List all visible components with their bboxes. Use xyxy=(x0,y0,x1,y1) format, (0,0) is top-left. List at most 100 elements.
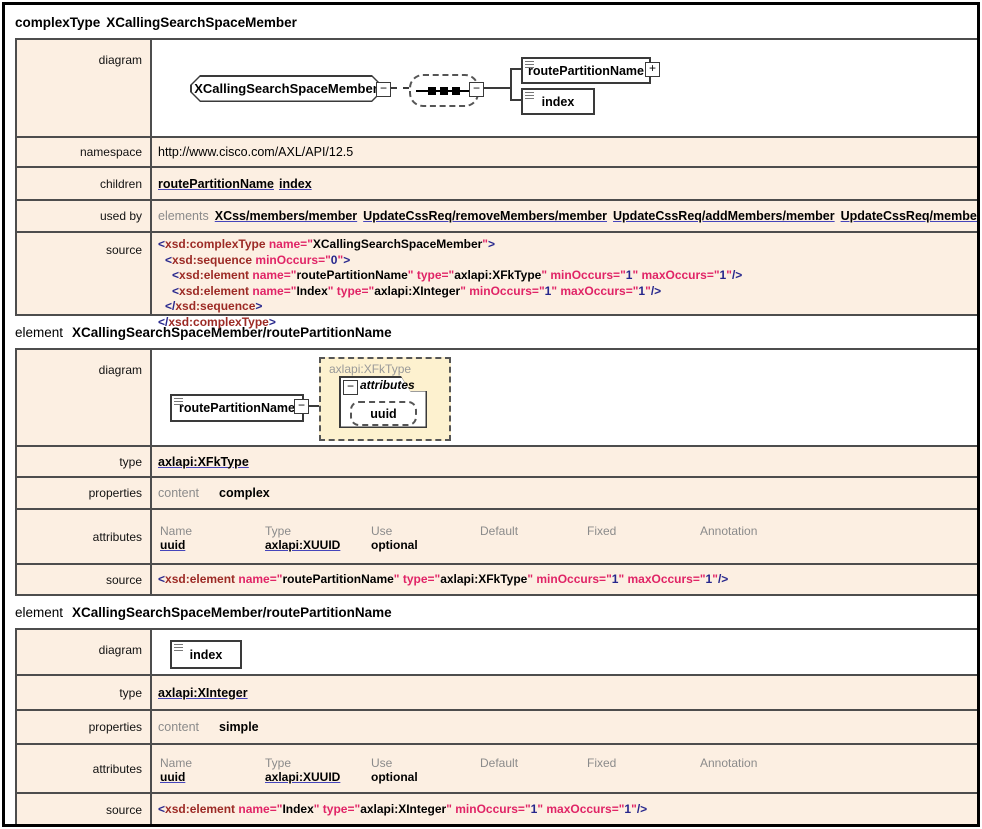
type-link[interactable]: axlapi:XFkType xyxy=(158,454,249,469)
type-group-xfktype: axlapi:XFkType − attributes uuid xyxy=(319,357,451,441)
properties-value: content complex xyxy=(152,478,977,508)
row-label-source: source xyxy=(17,565,152,594)
diagram-element-label: index xyxy=(189,647,223,662)
attr-col-type: Type xyxy=(265,755,292,770)
attr-fixed-value xyxy=(587,538,700,552)
element-routepartitionname-table: diagram routePartitionName − axlapi:XFkT… xyxy=(15,348,977,596)
row-label-attributes: attributes xyxy=(17,745,152,792)
diagram-element-index[interactable]: index xyxy=(170,640,242,669)
diagram-element-label: index xyxy=(541,94,575,109)
diagram-element-routepartitionname[interactable]: routePartitionName xyxy=(170,394,304,422)
xsd-diagram-index: index xyxy=(152,630,977,674)
attr-col-default: Default xyxy=(480,523,519,538)
property-key: content xyxy=(158,486,200,500)
attribute-row: uuid axlapi:XUUID optional xyxy=(160,538,972,552)
source-cell: <xsd:element name="routePartitionName" t… xyxy=(152,565,977,594)
attr-annotation-value xyxy=(700,770,972,784)
used-by-link[interactable]: UpdateCssReq/members/member xyxy=(840,209,977,223)
section-name: XCallingSearchSpaceMember xyxy=(106,15,297,30)
attr-type-link[interactable]: axlapi:XUUID xyxy=(265,537,341,552)
attr-col-default: Default xyxy=(480,755,519,770)
used-by-link[interactable]: XCss/members/member xyxy=(214,209,358,223)
expand-icon[interactable]: + xyxy=(645,62,660,77)
attr-use-value: optional xyxy=(371,769,418,784)
connector xyxy=(510,68,521,70)
diagram-attribute-uuid[interactable]: uuid xyxy=(350,401,417,426)
diagram-element-index[interactable]: index xyxy=(521,88,595,115)
attr-default-value xyxy=(480,538,587,552)
attr-col-use: Use xyxy=(371,523,393,538)
section-name: XCallingSearchSpaceMember/routePartition… xyxy=(72,325,392,340)
row-label-type: type xyxy=(17,676,152,709)
row-label-children: children xyxy=(17,168,152,199)
child-link-index[interactable]: index xyxy=(279,176,312,191)
attr-type-link[interactable]: axlapi:XUUID xyxy=(265,769,341,784)
attributes-cell: Name Type Use Default Fixed Annotation u… xyxy=(152,510,977,563)
attr-default-value xyxy=(480,770,587,784)
attr-col-annotation: Annotation xyxy=(700,755,758,770)
attr-col-annotation: Annotation xyxy=(700,523,758,538)
type-link[interactable]: axlapi:XInteger xyxy=(158,685,248,700)
connector xyxy=(510,68,512,101)
sequence-group xyxy=(409,74,479,107)
attributes-table: Name Type Use Default Fixed Annotation u… xyxy=(158,750,972,788)
xsd-source-code: <xsd:element name="routePartitionName" t… xyxy=(158,571,729,586)
attribute-row: uuid axlapi:XUUID optional xyxy=(160,770,972,784)
section-kind-label: element xyxy=(15,605,64,620)
attributes-table: Name Type Use Default Fixed Annotation u… xyxy=(158,518,972,556)
namespace-value: http://www.cisco.com/AXL/API/12.5 xyxy=(152,138,977,166)
diagram-root-shape: XCallingSearchSpaceMember xyxy=(190,75,382,102)
sequence-icon xyxy=(415,85,473,96)
xsd-source-code: <xsd:complexType name="XCallingSearchSpa… xyxy=(158,237,743,329)
type-value: axlapi:XFkType xyxy=(152,447,977,476)
attr-col-type: Type xyxy=(265,523,292,538)
connector-dashed xyxy=(391,87,409,89)
section-title-element-routepartitionname: element XCallingSearchSpaceMember/routePa… xyxy=(15,325,977,343)
attr-name-link[interactable]: uuid xyxy=(160,537,186,552)
source-cell: <xsd:element name="Index" type="axlapi:X… xyxy=(152,794,977,824)
used-by-link[interactable]: UpdateCssReq/removeMembers/member xyxy=(363,209,608,223)
collapse-icon[interactable]: − xyxy=(469,82,484,97)
row-label-used-by: used by xyxy=(17,201,152,231)
row-label-source: source xyxy=(17,794,152,824)
property-key: content xyxy=(158,720,200,734)
element-flag-icon xyxy=(525,92,534,99)
collapse-icon[interactable]: − xyxy=(294,399,309,414)
source-cell: <xsd:complexType name="XCallingSearchSpa… xyxy=(152,233,977,329)
collapse-icon[interactable]: − xyxy=(376,82,391,97)
section-kind-label: complexType xyxy=(15,15,101,30)
section-name: XCallingSearchSpaceMember/routePartition… xyxy=(72,605,392,620)
section-title-complextype: complexType XCallingSearchSpaceMember xyxy=(15,15,977,33)
row-label-type: type xyxy=(17,447,152,476)
attr-annotation-value xyxy=(700,538,972,552)
row-label-properties: properties xyxy=(17,478,152,508)
row-label-namespace: namespace xyxy=(17,138,152,166)
collapse-icon[interactable]: − xyxy=(343,380,358,395)
row-label-diagram: diagram xyxy=(17,40,152,136)
element-flag-icon xyxy=(174,398,183,405)
used-by-prefix: elements xyxy=(158,209,209,223)
section-kind-label: element xyxy=(15,325,64,340)
xsd-diagram-routepartitionname: routePartitionName − axlapi:XFkType − at… xyxy=(152,350,977,445)
section-title-element-index: element XCallingSearchSpaceMember/routePa… xyxy=(15,605,977,623)
property-value: simple xyxy=(219,720,259,734)
attr-fixed-value xyxy=(587,770,700,784)
attributes-word: attributes xyxy=(360,378,415,392)
used-by-value: elements XCss/members/member UpdateCssRe… xyxy=(152,201,977,231)
diagram-element-label: routePartitionName xyxy=(528,63,644,78)
row-label-attributes: attributes xyxy=(17,510,152,563)
children-value: routePartitionName index xyxy=(152,168,977,199)
attr-name-link[interactable]: uuid xyxy=(160,769,186,784)
complextype-table: diagram XCallingSearchSpaceMember − − xyxy=(15,38,977,329)
property-value: complex xyxy=(219,486,270,500)
child-link-routepartitionname[interactable]: routePartitionName xyxy=(158,176,274,191)
row-label-source: source xyxy=(17,233,152,314)
attributes-cell: Name Type Use Default Fixed Annotation u… xyxy=(152,745,977,792)
used-by-link[interactable]: UpdateCssReq/addMembers/member xyxy=(613,209,835,223)
attr-col-name: Name xyxy=(160,755,193,770)
row-label-properties: properties xyxy=(17,711,152,743)
diagram-element-routepartitionname[interactable]: routePartitionName xyxy=(521,57,651,84)
diagram-cell: index xyxy=(152,630,977,674)
diagram-cell: routePartitionName − axlapi:XFkType − at… xyxy=(152,350,977,445)
